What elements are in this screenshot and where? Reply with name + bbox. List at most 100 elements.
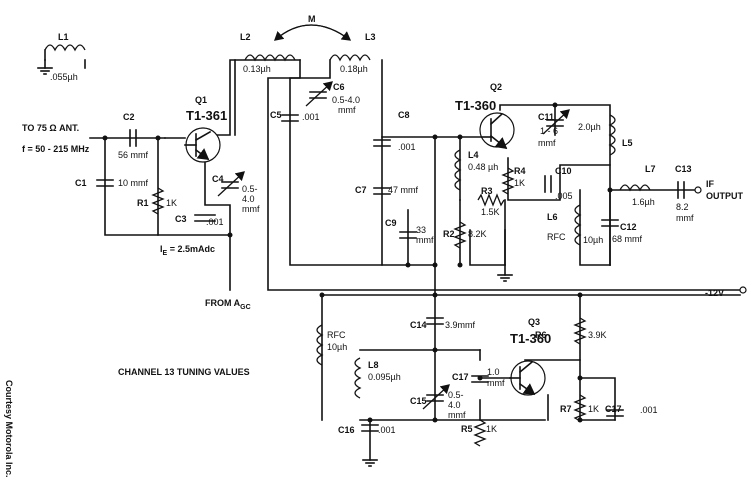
label-c8: C8 bbox=[398, 110, 410, 120]
coil-rfc2 bbox=[316, 324, 324, 366]
cap-c3 bbox=[194, 214, 216, 222]
res-r4 bbox=[501, 167, 515, 195]
transistor-q2 bbox=[479, 112, 515, 150]
label-c1-value: 10 mmf bbox=[118, 178, 149, 188]
cap-c17b bbox=[606, 409, 624, 417]
label-if: IF bbox=[706, 179, 715, 189]
cap-c11 bbox=[542, 109, 570, 135]
label-l3-value: 0.18µh bbox=[340, 64, 368, 74]
label-m: M bbox=[308, 14, 316, 24]
label-c6: C6 bbox=[333, 82, 345, 92]
res-r6 bbox=[573, 317, 587, 345]
label-c4-v1: 0.5- bbox=[242, 184, 258, 194]
label-r4-value: 1K bbox=[514, 178, 525, 188]
label-l5-value: 2.0µh bbox=[578, 122, 601, 132]
label-c11-v1: 1 - 6 bbox=[540, 126, 558, 136]
label-c17b-value: .001 bbox=[640, 405, 658, 415]
coil-l1 bbox=[44, 44, 86, 52]
coil-l4 bbox=[454, 149, 462, 191]
label-c16-value: .001 bbox=[378, 425, 396, 435]
label-c4: C4 bbox=[212, 174, 224, 184]
label-l4-value: 0.48 µh bbox=[468, 162, 498, 172]
label-c8-value: .001 bbox=[398, 142, 416, 152]
label-c10-value: .005 bbox=[555, 191, 573, 201]
label-c1: C1 bbox=[75, 178, 87, 188]
junction-dots bbox=[102, 102, 613, 423]
label-c12-value: 68 mmf bbox=[612, 234, 643, 244]
label-r1: R1 bbox=[137, 198, 149, 208]
label-c15-v1: 0.5- bbox=[448, 390, 464, 400]
label-q1: Q1 bbox=[195, 95, 207, 105]
ground-l1 bbox=[37, 59, 53, 75]
label-antenna-freq: f = 50 - 215 MHz bbox=[22, 144, 90, 154]
label-r5: R5 bbox=[461, 424, 473, 434]
res-r3 bbox=[477, 193, 505, 207]
cap-c15 bbox=[422, 384, 450, 410]
coil-l2 bbox=[244, 54, 296, 62]
label-q1-type: T1-361 bbox=[186, 108, 227, 123]
coil-l8 bbox=[354, 357, 362, 399]
label-q2-type: T1-360 bbox=[455, 98, 496, 113]
label-c17a: C17 bbox=[452, 372, 469, 382]
label-ie: IE = 2.5mAdc bbox=[160, 244, 215, 257]
label-c2: C2 bbox=[123, 112, 135, 122]
cap-c16 bbox=[361, 424, 379, 432]
label-c7: C7 bbox=[355, 185, 367, 195]
label-c4-v3: mmf bbox=[242, 204, 260, 214]
wiring bbox=[44, 49, 741, 461]
label-c15-v2: 4.0 bbox=[448, 400, 461, 410]
cap-c1 bbox=[96, 179, 114, 187]
label-r3-value: 1.5K bbox=[481, 207, 500, 217]
label-r6-value: 3.9K bbox=[588, 330, 607, 340]
res-r7 bbox=[573, 394, 587, 422]
label-c13-v1: 8.2 bbox=[676, 202, 689, 212]
minus12v-terminal bbox=[739, 286, 747, 294]
label-l4: L4 bbox=[468, 150, 479, 160]
label-r6: R6 bbox=[535, 330, 547, 340]
label-c14: C14 bbox=[410, 320, 427, 330]
coil-l7 bbox=[619, 184, 651, 192]
label-c17a-v2: mmf bbox=[487, 378, 505, 388]
label-antenna: TO 75 Ω ANT. bbox=[22, 123, 79, 133]
label-c15-v3: mmf bbox=[448, 410, 466, 420]
ground-symbols bbox=[37, 59, 513, 467]
cap-c13 bbox=[677, 181, 685, 199]
cap-c7 bbox=[373, 187, 391, 195]
label-r2: R2 bbox=[443, 229, 455, 239]
label-l7: L7 bbox=[645, 164, 656, 174]
label-c9: C9 bbox=[385, 218, 397, 228]
cap-c5 bbox=[281, 114, 299, 122]
label-c5: C5 bbox=[270, 110, 282, 120]
coil-l5 bbox=[608, 114, 616, 156]
label-minus12v: -12V bbox=[705, 288, 724, 298]
ground-q2 bbox=[497, 274, 513, 282]
label-l5: L5 bbox=[622, 138, 633, 148]
label-l3: L3 bbox=[365, 32, 376, 42]
label-c17a-v1: 1.0 bbox=[487, 367, 500, 377]
if-output-terminal bbox=[694, 186, 702, 194]
label-l6: L6 bbox=[547, 212, 558, 222]
label-courtesy: Courtesy Motorola Inc. bbox=[4, 380, 14, 478]
label-l1-value: .055µh bbox=[50, 72, 78, 82]
coil-l3 bbox=[329, 54, 371, 62]
cap-c12 bbox=[601, 219, 619, 227]
label-r3: R3 bbox=[481, 186, 493, 196]
transistor-q1 bbox=[184, 127, 221, 163]
label-c2-value: 56 mmf bbox=[118, 150, 149, 160]
label-r2-value: 8.2K bbox=[468, 229, 487, 239]
labels: L1 .055µh L2 0.13µh M L3 0.18µh Q1 T1-36… bbox=[4, 14, 744, 478]
label-c15: C15 bbox=[410, 396, 427, 406]
label-c7-value: 47 mmf bbox=[388, 185, 419, 195]
label-rfc2-value: 10µh bbox=[327, 342, 347, 352]
cap-c4 bbox=[217, 171, 245, 197]
ground-q3 bbox=[362, 459, 378, 467]
label-if-output: OUTPUT bbox=[706, 191, 744, 201]
label-c10: C10 bbox=[555, 166, 572, 176]
label-q3: Q3 bbox=[528, 317, 540, 327]
cap-c9 bbox=[399, 231, 417, 239]
cap-c8 bbox=[373, 139, 391, 147]
res-r1 bbox=[151, 187, 165, 215]
cap-c6 bbox=[305, 81, 333, 107]
label-q2: Q2 bbox=[490, 82, 502, 92]
